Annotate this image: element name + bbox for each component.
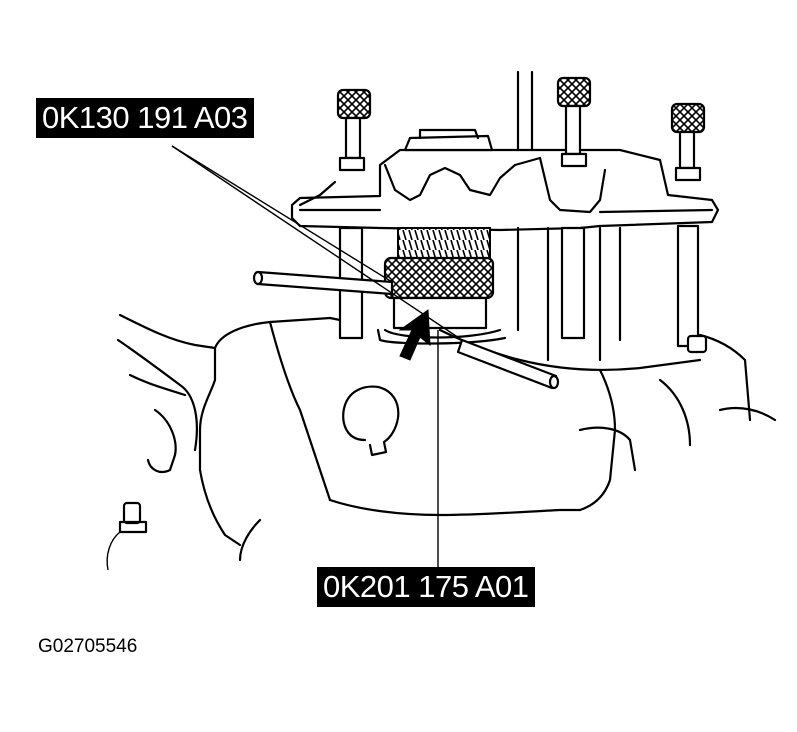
tool-callout-top: 0K130 191 A03 <box>36 98 254 138</box>
bolt-middle <box>556 76 592 340</box>
bolt-left <box>336 88 372 340</box>
puller-bracket <box>290 128 720 232</box>
tommy-bar-left <box>252 270 394 296</box>
tool-callout-bottom: 0K201 175 A01 <box>317 567 535 607</box>
figure-id: G02705546 <box>38 636 138 657</box>
tommy-bar-right <box>456 338 560 390</box>
support-rods <box>516 70 622 362</box>
transmission-case <box>106 313 777 571</box>
bolt-right <box>670 102 708 354</box>
direction-arrow <box>398 309 431 361</box>
output-shaft <box>376 227 507 345</box>
leader-lines <box>171 145 463 567</box>
